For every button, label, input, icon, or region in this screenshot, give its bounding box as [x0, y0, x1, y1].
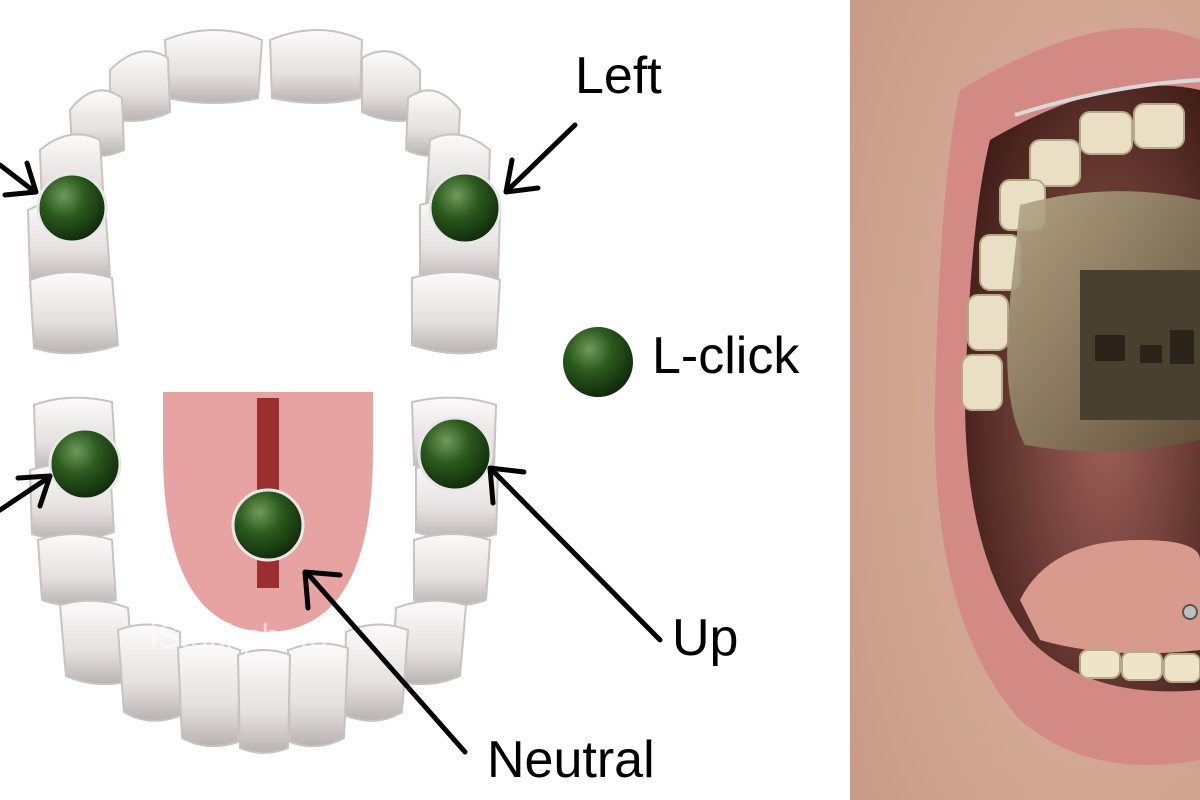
sensor-legend [563, 327, 633, 397]
watermark: iStockphoto [150, 618, 328, 656]
tongue-sensor-diagram: iStockphoto [0, 29, 663, 755]
tongue-magnet [1182, 604, 1198, 620]
arrow-up [487, 465, 663, 643]
arrow-left [503, 122, 578, 195]
sensor-tongue [231, 488, 305, 562]
arrows [0, 122, 663, 755]
sensor-lower-right [417, 416, 493, 492]
label-lclick: L-click [652, 327, 800, 385]
tongue-photo [1020, 540, 1200, 654]
sensor-lower-left [48, 427, 122, 501]
sensors [36, 171, 633, 562]
label-left: Left [575, 47, 662, 105]
intraoral-device-photo [850, 0, 1200, 800]
lower-teeth-photo [1079, 649, 1200, 683]
arrow-neutral [302, 569, 468, 755]
retainer-wire [1014, 78, 1200, 117]
sensor-upper-left [36, 172, 108, 244]
arrow-upper-left-edge [0, 160, 39, 198]
label-neutral: Neutral [487, 731, 655, 789]
sensor-upper-right [428, 171, 502, 245]
chip-pattern [1095, 330, 1194, 364]
label-up: Up [672, 609, 739, 667]
arrow-lower-left-edge [0, 473, 53, 513]
